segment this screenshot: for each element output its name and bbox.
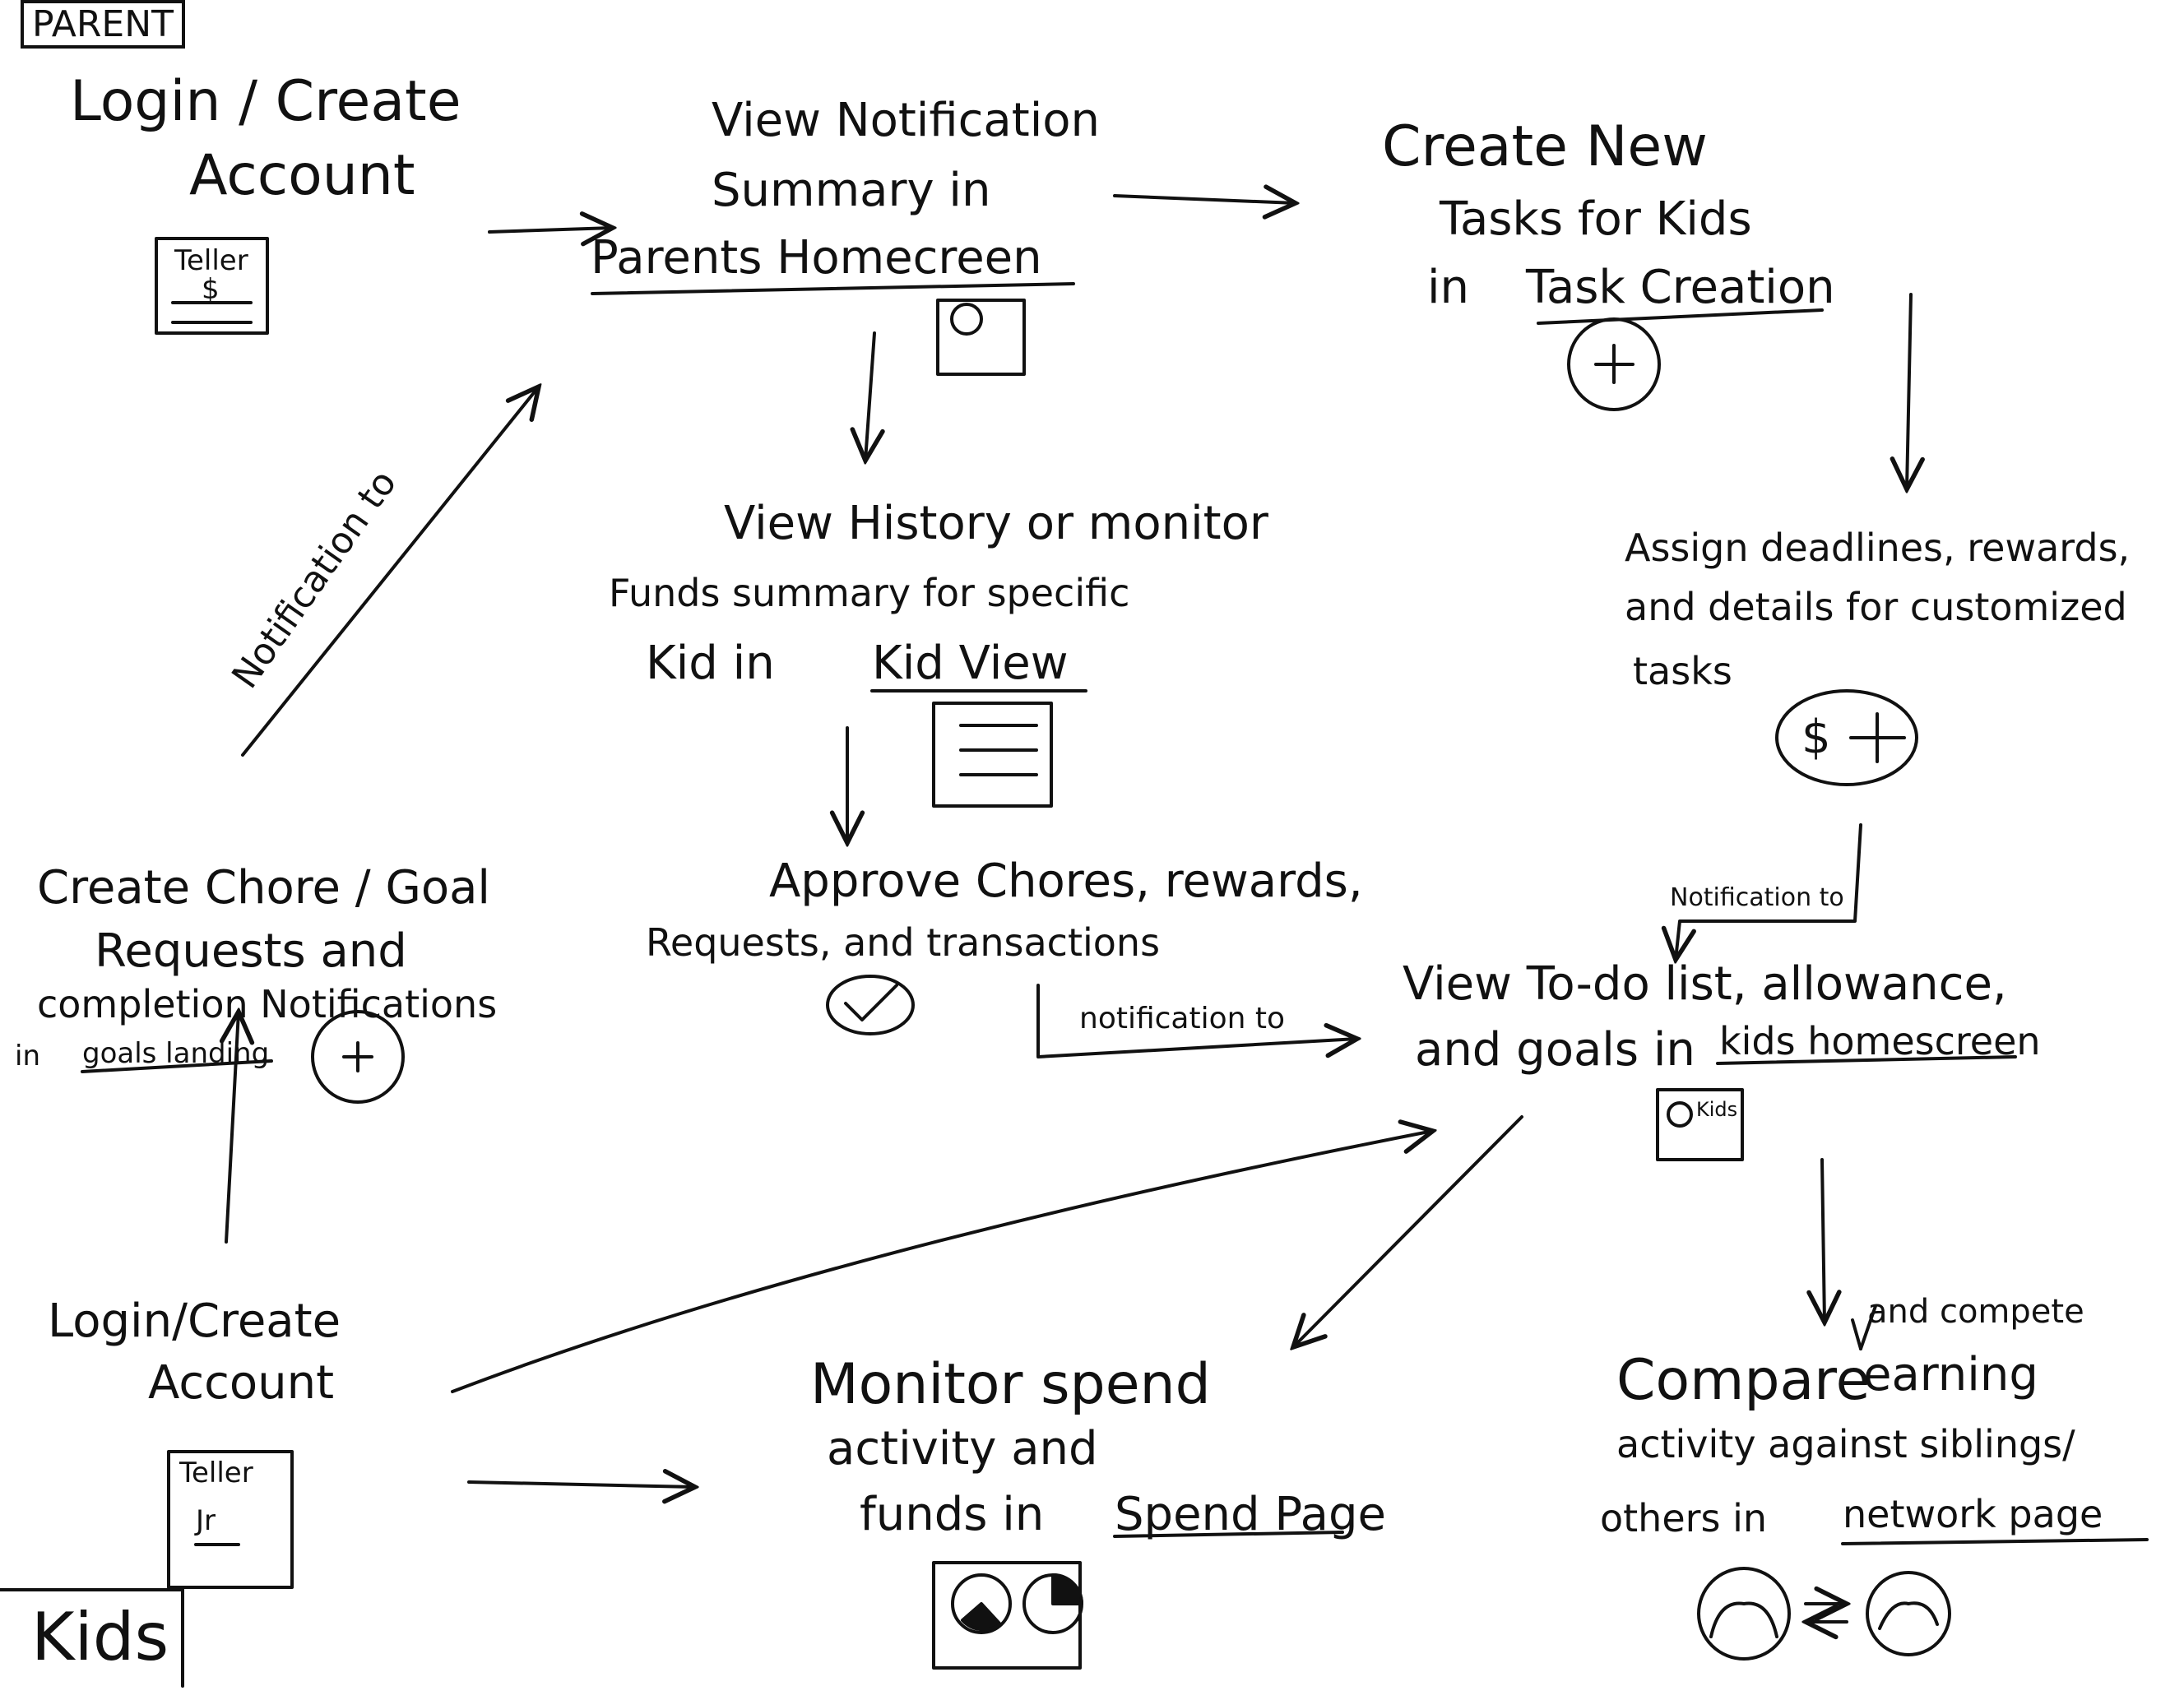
spend-underline <box>1113 1531 1344 1538</box>
edge-label-notification-diag: Notification to <box>224 463 405 697</box>
todo-underline <box>1716 1055 2017 1065</box>
edge-todo-to-spend <box>1293 1115 1523 1347</box>
spend-line-2: activity and <box>827 1422 1098 1475</box>
section-kids-label: Kids <box>31 1599 169 1675</box>
homescreen-line-2: Summary in <box>712 164 991 217</box>
approve-line-1: Approve Chores, rewards, <box>769 855 1363 908</box>
tasks-link[interactable]: Task Creation <box>1526 261 1835 314</box>
approve-line-2: Requests, and transactions <box>646 920 1161 965</box>
edge-kidslogin-to-todo <box>451 1131 1433 1393</box>
history-line-1: View History or monitor <box>724 497 1268 550</box>
edge-kidslogin-to-requests <box>226 1012 239 1244</box>
network-link[interactable]: network page <box>1843 1492 2103 1536</box>
dollar-plus-icon <box>1775 689 1918 786</box>
section-parent-label: PARENT <box>21 0 185 49</box>
homescreen-link[interactable]: Parents Homecreen <box>591 231 1042 285</box>
kids-app-logo-icon <box>167 1450 294 1589</box>
homescreen-line-1: View Notification <box>712 94 1101 147</box>
kids-screen-icon <box>1656 1088 1744 1161</box>
edge-homescreen-to-history <box>865 331 874 461</box>
assign-line-2: and details for customized <box>1625 585 2127 629</box>
spend-line-3: funds in <box>860 1488 1045 1541</box>
requests-prefix: in <box>15 1040 40 1072</box>
network-line-3: others in <box>1600 1496 1768 1540</box>
network-insert: and compete <box>1867 1293 2084 1331</box>
assign-icon-symbol: $ <box>1801 711 1831 764</box>
todo-line-1: View To-do list, allowance, <box>1403 957 2007 1011</box>
edge-approve-to-todo <box>1036 984 1357 1058</box>
requests-line-3: completion Notifications <box>37 982 498 1026</box>
t-screen-icon <box>936 299 1026 376</box>
edge-homescreen-to-tasks <box>1113 196 1296 203</box>
kids-login-icon-sub: Jr <box>196 1504 216 1537</box>
parent-login-icon-symbol: $ <box>202 273 220 306</box>
history-line-2: Funds summary for specific <box>609 571 1130 615</box>
tasks-underline <box>1537 308 1824 325</box>
swap-avatars-icon <box>1697 1567 1951 1661</box>
edge-login-to-homescreen <box>488 228 613 232</box>
requests-link[interactable]: goals landing <box>82 1037 270 1070</box>
kids-login-line-1: Login/Create <box>48 1295 341 1348</box>
parent-login-line-1: Login / Create <box>70 69 461 134</box>
tasks-line-3: in <box>1427 261 1470 314</box>
network-line-2: activity against siblings/ <box>1616 1422 2075 1466</box>
requests-plus-circle-icon <box>311 1010 405 1104</box>
check-circle-icon <box>826 975 915 1035</box>
edge-label-notification-mid: notification to <box>1079 1002 1286 1035</box>
todo-link[interactable]: kids homescreen <box>1719 1019 2041 1063</box>
network-insert-word: earning <box>1863 1348 2038 1401</box>
spend-line-1: Monitor spend <box>810 1352 1211 1417</box>
todo-icon-label: Kids <box>1696 1098 1738 1121</box>
todo-line-2: and goals in <box>1415 1023 1695 1077</box>
history-link[interactable]: Kid View <box>872 637 1069 690</box>
insert-caret-2 <box>1859 1304 1877 1350</box>
kids-login-icon-label: Teller <box>179 1457 253 1489</box>
edge-kidslogin-to-spend <box>467 1482 695 1487</box>
tasks-line-2: Tasks for Kids <box>1440 192 1752 246</box>
edge-assign-to-todo <box>1676 823 1862 960</box>
edge-tasks-to-assign <box>1907 293 1911 489</box>
list-screen-icon <box>932 702 1053 808</box>
plus-circle-icon <box>1567 317 1661 411</box>
edge-label-notification-small: Notification to <box>1670 883 1844 912</box>
requests-line-1: Create Chore / Goal <box>37 861 490 915</box>
assign-line-3: tasks <box>1633 649 1732 693</box>
tasks-line-1: Create New <box>1382 114 1708 179</box>
insert-caret <box>1851 1318 1862 1350</box>
homescreen-underline <box>591 282 1075 295</box>
network-underline <box>1841 1538 2149 1545</box>
parent-login-line-2: Account <box>189 143 415 208</box>
app-logo-icon <box>155 237 269 335</box>
parent-login-icon-label: Teller <box>174 244 248 277</box>
edge-requests-to-homescreen <box>241 387 539 757</box>
pie-charts-icon <box>932 1561 1083 1670</box>
history-line-3: Kid in <box>646 637 775 690</box>
requests-underline <box>81 1059 273 1073</box>
assign-line-1: Assign deadlines, rewards, <box>1625 526 2131 570</box>
spend-link[interactable]: Spend Page <box>1115 1488 1386 1541</box>
requests-line-2: Requests and <box>95 924 407 978</box>
edge-todo-to-network <box>1822 1158 1825 1322</box>
network-line-1: Compare <box>1616 1348 1871 1413</box>
kids-login-line-2: Account <box>148 1356 335 1410</box>
